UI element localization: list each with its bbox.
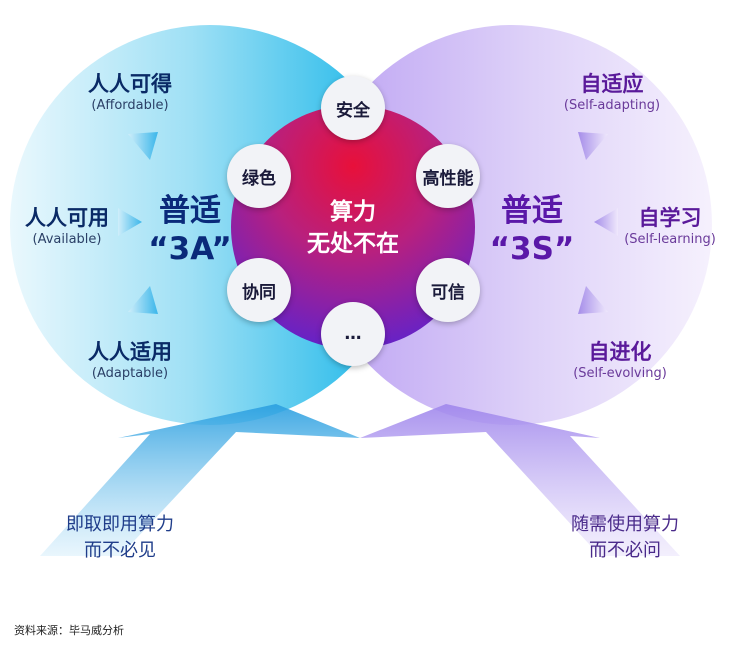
arrow-right-up — [360, 404, 680, 556]
bottom-left-line-1: 即取即用算力 — [66, 514, 174, 535]
node-high-performance: 高性能 — [416, 144, 480, 208]
left-big-title: 普适 — [159, 193, 221, 229]
bottom-right-caption: 随需使用算力 而不必问 — [535, 512, 715, 564]
bottom-right-line-2: 而不必问 — [589, 540, 661, 561]
right-big-label: 普适 “3S” — [482, 192, 582, 268]
left-item-3-title: 人人适用 — [88, 340, 172, 364]
left-big-3a: “3A” — [148, 231, 232, 267]
right-item-3-sub: (Self-evolving) — [573, 366, 667, 381]
node-trusted: 可信 — [416, 258, 480, 322]
left-item-3: 人人适用 (Adaptable) — [40, 336, 220, 381]
right-big-title: 普适 — [501, 193, 563, 229]
core-circle — [231, 105, 475, 349]
right-item-1-title: 自适应 — [580, 72, 644, 96]
right-item-2-title: 自学习 — [638, 206, 702, 230]
right-item-1: 自适应 (Self-adapting) — [532, 68, 692, 113]
right-item-3: 自进化 (Self-evolving) — [540, 336, 700, 381]
node-green: 绿色 — [227, 144, 291, 208]
left-item-2-title: 人人可用 — [25, 206, 109, 230]
left-item-2-sub: (Available) — [32, 232, 102, 247]
chevron-icons-left — [118, 132, 158, 314]
bottom-left-caption: 即取即用算力 而不必见 — [30, 512, 210, 564]
node-security: 安全 — [321, 76, 385, 140]
bottom-left-line-2: 而不必见 — [84, 540, 156, 561]
left-item-3-sub: (Adaptable) — [91, 366, 169, 381]
core-line-2: 无处不在 — [307, 231, 399, 257]
right-item-2-sub: (Self-learning) — [624, 232, 716, 247]
left-item-1: 人人可得 (Affordable) — [40, 68, 220, 113]
core-text: 算力 无处不在 — [283, 196, 423, 260]
core-line-1: 算力 — [330, 199, 376, 225]
node-ellipsis: … — [321, 302, 385, 366]
left-item-1-sub: (Affordable) — [91, 98, 169, 113]
source-note: 资料来源：毕马威分析 — [14, 624, 124, 637]
left-item-2: 人人可用 (Available) — [2, 202, 132, 247]
left-big-label: 普适 “3A” — [140, 192, 240, 268]
node-collaboration: 协同 — [227, 258, 291, 322]
chevron-icons-right — [578, 132, 618, 314]
arrow-left-up — [40, 404, 360, 556]
right-item-1-sub: (Self-adapting) — [563, 98, 661, 113]
right-item-3-title: 自进化 — [588, 340, 652, 364]
right-item-2: 自学习 (Self-learning) — [606, 202, 734, 247]
left-item-1-title: 人人可得 — [88, 72, 172, 96]
right-big-3s: “3S” — [489, 231, 575, 267]
bottom-right-line-1: 随需使用算力 — [571, 514, 679, 535]
